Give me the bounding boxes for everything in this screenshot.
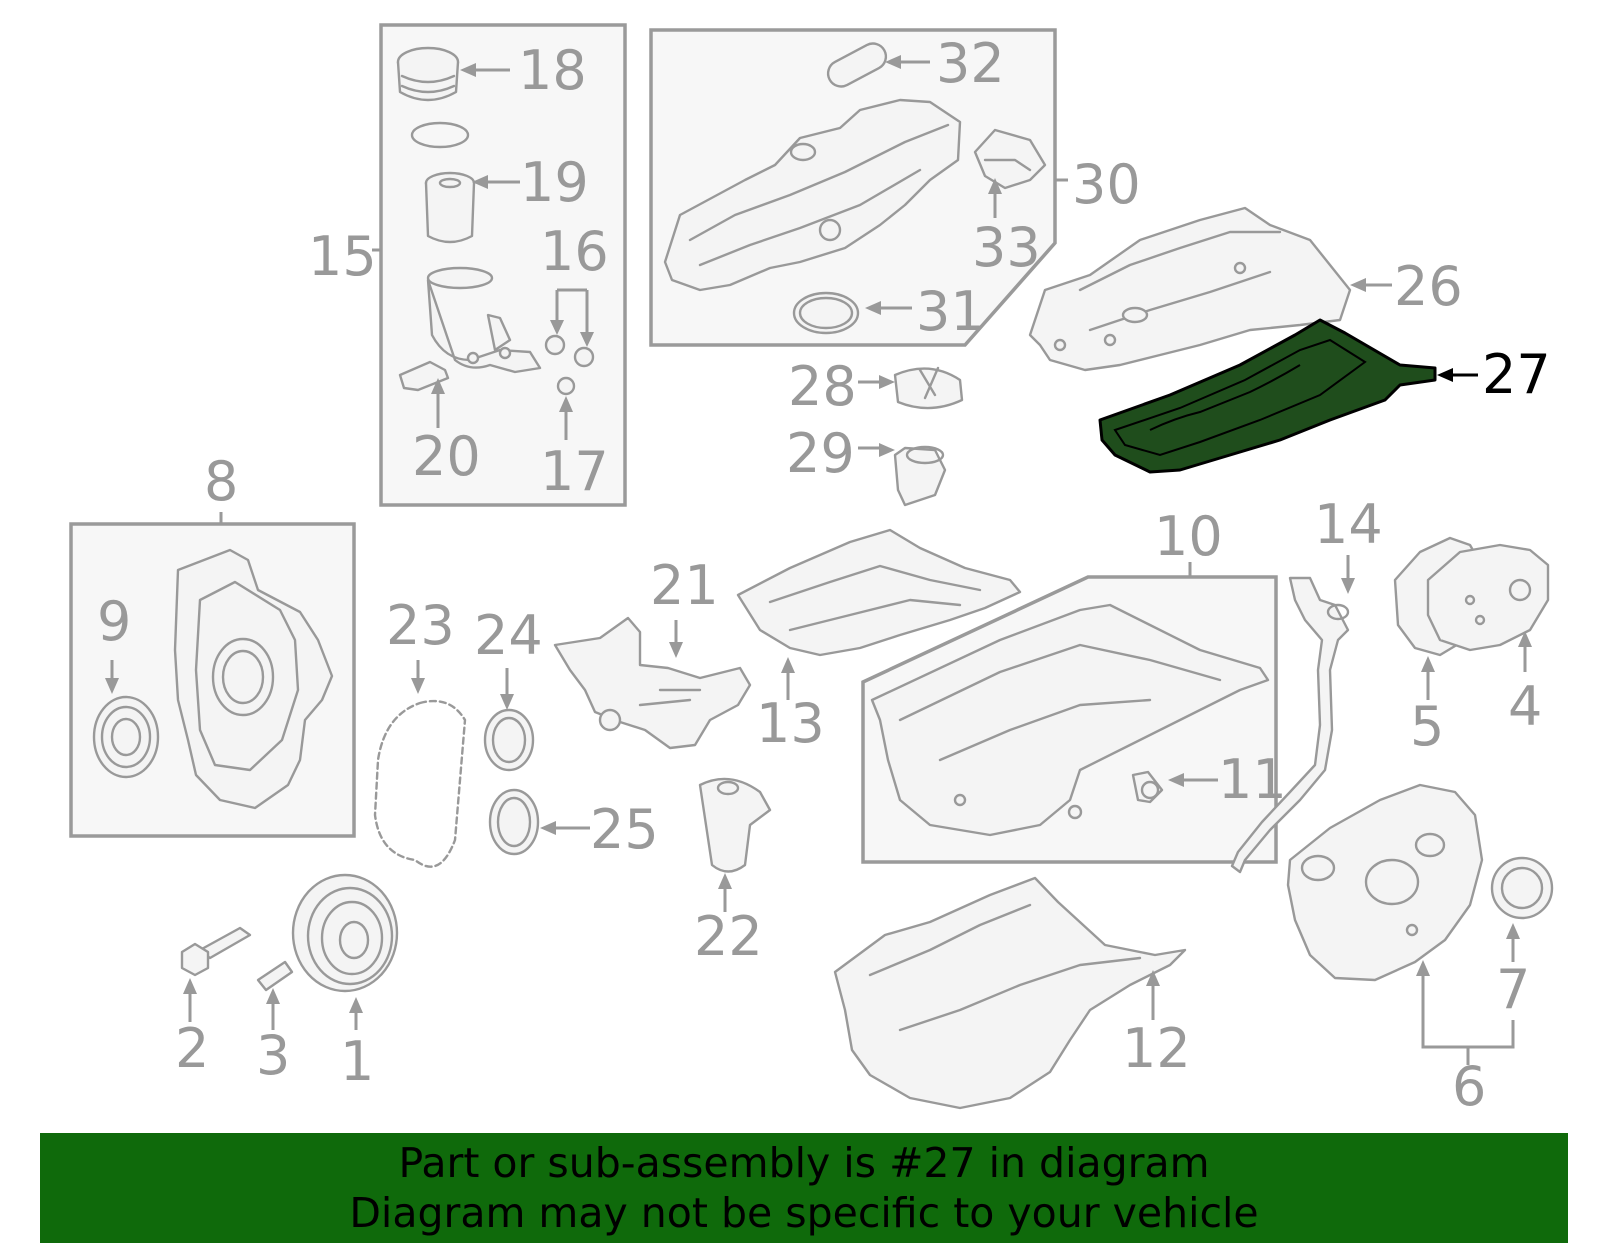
rear-seal-7 [1490, 856, 1554, 920]
upper-oil-pan-10 [870, 603, 1270, 837]
o-ring-16a [544, 334, 566, 356]
callout-31: 31 [916, 280, 985, 343]
callout-9: 9 [97, 590, 131, 653]
timing-cover-8 [173, 548, 334, 810]
callout-19: 19 [520, 151, 589, 214]
lower-oil-pan-12 [833, 876, 1187, 1110]
group-box-15 [379, 23, 627, 507]
callout-20: 20 [412, 425, 481, 488]
callout-6: 6 [1452, 1055, 1486, 1118]
timing-chain-23 [373, 699, 467, 868]
dowel-3 [256, 960, 294, 992]
callout-18: 18 [518, 39, 587, 102]
callout-14: 14 [1314, 493, 1383, 556]
callout-32: 32 [936, 32, 1005, 95]
crank-pulley-1 [291, 873, 399, 993]
cylinder-head-cover-26 [1028, 206, 1352, 372]
callout-26: 26 [1394, 255, 1463, 318]
callout-25: 25 [590, 798, 659, 861]
oil-filler-cap-28 [893, 366, 964, 410]
banner-line-1: Part or sub-assembly is #27 in diagram [398, 1139, 1210, 1187]
callout-29: 29 [786, 422, 855, 485]
callout-7: 7 [1496, 958, 1530, 1021]
gasket-31 [792, 291, 860, 335]
gasket-32 [826, 42, 888, 88]
intake-manifold [663, 98, 962, 292]
callout-30: 30 [1072, 153, 1141, 216]
oil-pickup-22 [698, 777, 772, 873]
callout-4: 4 [1508, 675, 1542, 738]
callout-numbers: 18 19 15 16 17 20 32 30 33 31 28 29 26 2… [97, 32, 1551, 1118]
callout-1: 1 [340, 1030, 374, 1093]
callout-23: 23 [386, 594, 455, 657]
valve-cover-gasket-27 [1098, 318, 1437, 474]
callout-33: 33 [972, 216, 1041, 279]
callout-24: 24 [474, 604, 543, 667]
callout-13: 13 [756, 692, 825, 755]
bolt-2 [180, 926, 252, 977]
sprocket-24 [483, 708, 535, 772]
callout-11: 11 [1218, 748, 1287, 811]
callout-28: 28 [788, 355, 857, 418]
oil-filter-housing [426, 266, 542, 374]
oil-pressure-sensor [398, 360, 450, 392]
info-banner: Part or sub-assembly is #27 in diagram D… [40, 1133, 1568, 1243]
callout-16: 16 [540, 220, 609, 283]
sprocket-25 [488, 788, 540, 856]
front-seal-9 [92, 695, 160, 779]
callout-21: 21 [650, 554, 719, 617]
callout-8: 8 [204, 450, 238, 513]
oil-baffle-13 [736, 528, 1022, 657]
oil-filter-cap [396, 46, 460, 102]
oil-filter-element [424, 171, 476, 244]
oil-filter-cap-seal [410, 121, 470, 149]
leader-lines [105, 55, 1532, 1065]
callout-2: 2 [175, 1017, 209, 1080]
o-ring-16b [573, 346, 595, 368]
oil-pump-21 [553, 616, 752, 750]
dipstick-tube-14 [1230, 576, 1350, 874]
callout-10: 10 [1154, 505, 1223, 568]
banner-line-2: Diagram may not be specific to your vehi… [349, 1189, 1259, 1237]
callout-12: 12 [1122, 1017, 1191, 1080]
drain-plug-11 [1131, 770, 1164, 804]
sensor-33 [973, 128, 1047, 190]
o-ring-17 [556, 376, 576, 396]
callout-27-highlighted: 27 [1482, 343, 1551, 406]
oil-filler-neck-29 [893, 445, 947, 507]
callout-17: 17 [540, 440, 609, 503]
callout-15: 15 [308, 225, 377, 288]
cover-4 [1426, 543, 1550, 652]
callout-5: 5 [1410, 695, 1444, 758]
rear-cover-6 [1286, 783, 1484, 982]
callout-22: 22 [694, 905, 763, 968]
callout-3: 3 [256, 1024, 290, 1087]
